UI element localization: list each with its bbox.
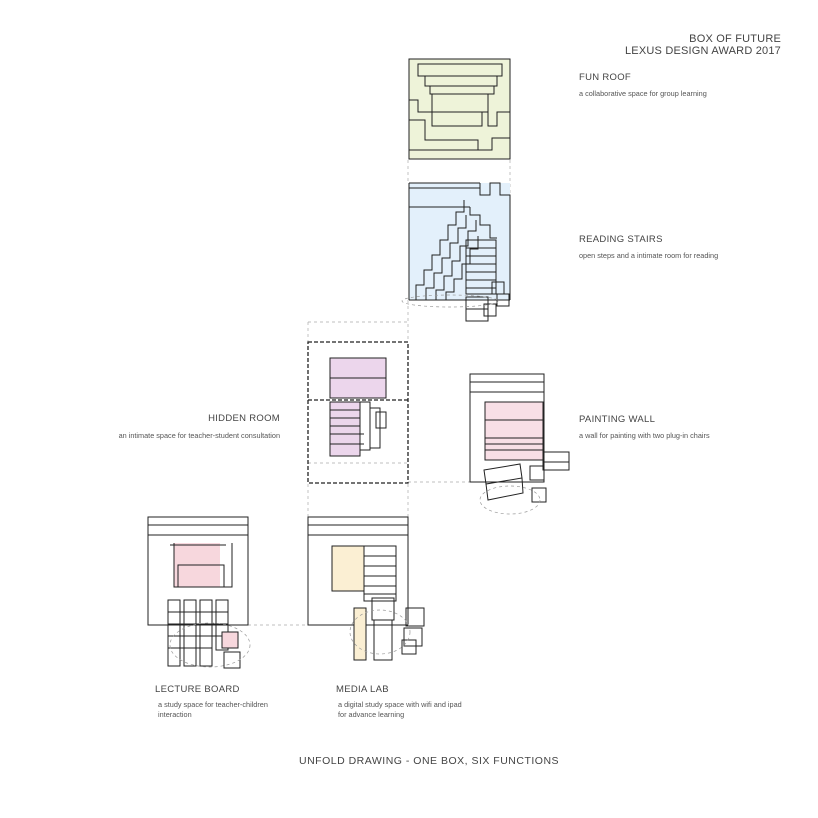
painting-wall-title: PAINTING WALL — [579, 414, 656, 425]
fun-roof-module — [408, 58, 511, 160]
hidden-room-tint-lower — [329, 401, 361, 457]
hidden-room-module — [307, 341, 409, 484]
fun-roof-tint — [408, 58, 511, 160]
fun-roof-title: FUN ROOF — [579, 72, 632, 83]
diagram-caption: UNFOLD DRAWING - ONE BOX, SIX FUNCTIONS — [299, 755, 560, 767]
lecture-board-description-line-1: a study space for teacher-children — [158, 700, 268, 709]
media-lab-module — [307, 516, 425, 661]
reading-stairs-title: READING STAIRS — [579, 234, 663, 245]
painting-wall-tint — [484, 401, 544, 461]
media-lab-stool-tint — [353, 607, 367, 661]
reading-stairs-module — [401, 182, 511, 322]
media-lab-title: MEDIA LAB — [336, 684, 389, 695]
lecture-board-title: LECTURE BOARD — [155, 684, 240, 695]
lecture-board-chair-tint — [221, 631, 239, 649]
painting-wall-description: a wall for painting with two plug-in cha… — [579, 431, 710, 440]
lecture-board-module — [147, 516, 251, 669]
header-line-1: BOX OF FUTURE — [689, 33, 781, 45]
reading-stairs-description: open steps and a intimate room for readi… — [579, 251, 719, 260]
painting-wall-module — [469, 373, 570, 515]
header-line-2: LEXUS DESIGN AWARD 2017 — [624, 45, 781, 57]
lecture-board-description-line-2: interaction — [158, 710, 192, 719]
hidden-room-title: HIDDEN ROOM — [208, 413, 280, 424]
hidden-room-description: an intimate space for teacher-student co… — [118, 431, 280, 440]
media-lab-tint — [331, 545, 365, 592]
fun-roof-description: a collaborative space for group learning — [579, 89, 707, 98]
lecture-board-desk-columns — [167, 599, 229, 667]
media-lab-description-line-2: for advance learning — [338, 710, 405, 719]
media-lab-description-line-1: a digital study space with wifi and ipad — [338, 700, 462, 709]
